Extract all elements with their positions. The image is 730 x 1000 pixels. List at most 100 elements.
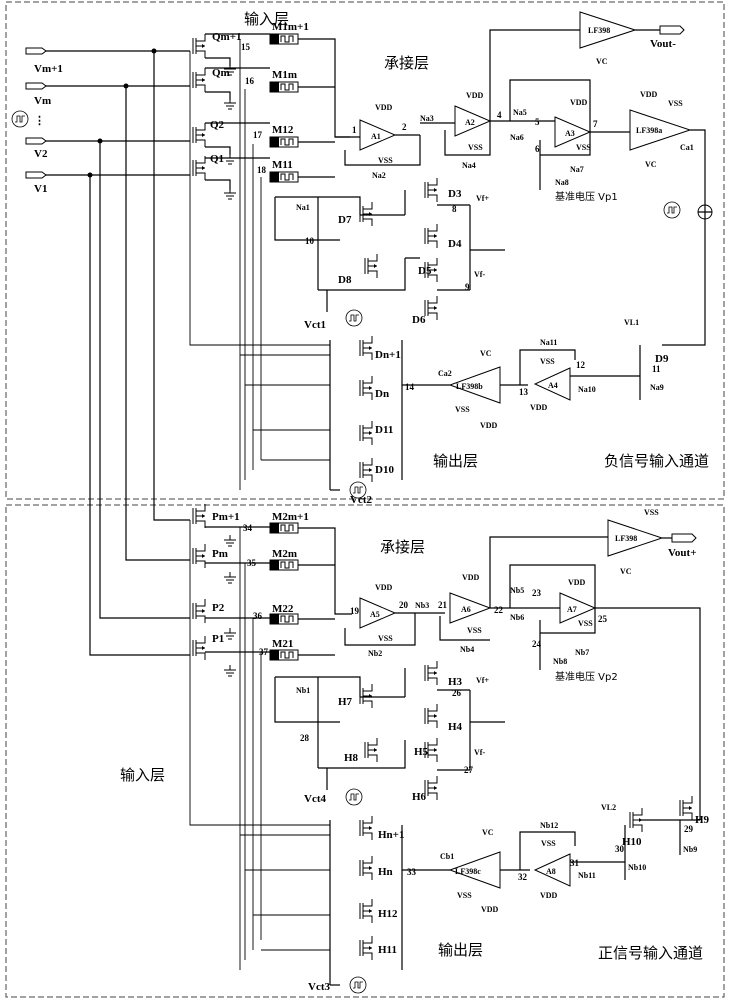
svg-text:Na10: Na10 <box>578 385 596 394</box>
svg-text:Na11: Na11 <box>540 338 557 347</box>
pos-reference-label: 基准电压 Vp2 <box>555 670 618 683</box>
svg-text:A8: A8 <box>546 867 556 876</box>
svg-text:Na9: Na9 <box>650 383 664 392</box>
svg-text:A2: A2 <box>465 118 475 127</box>
svg-text:Nb11: Nb11 <box>578 871 596 880</box>
svg-text:16: 16 <box>245 76 255 86</box>
svg-text:19: 19 <box>350 606 360 616</box>
neg-transistor-q2: Q2 <box>210 119 225 131</box>
svg-text:VSS: VSS <box>457 891 472 900</box>
svg-text:VSS: VSS <box>644 508 659 517</box>
svg-text:Pm+1: Pm+1 <box>212 511 240 523</box>
pos-sample-hold-top: LF398 VSS VC Vout+ <box>608 508 696 576</box>
pos-bearing-layer-title: 承接层 <box>380 538 425 556</box>
input-pulse-icon <box>12 111 28 127</box>
svg-text:D9: D9 <box>655 353 669 365</box>
svg-text:21: 21 <box>438 600 448 610</box>
svg-text:P1: P1 <box>212 633 224 645</box>
svg-text:33: 33 <box>407 867 417 877</box>
svg-text:Dn+1: Dn+1 <box>375 349 401 361</box>
svg-text:32: 32 <box>518 872 528 882</box>
pos-input-array: Pm+1 Pm P2 P1 M2m+1 M2m M22 M21 34 35 36… <box>193 504 352 970</box>
neg-memristor-1m: M1m <box>272 69 297 81</box>
svg-text:VSS: VSS <box>668 99 683 108</box>
pos-switch-block: Nb1 28 H7 H8 H3 H4 H5 H6 26 27 Vf+ Vf- V… <box>275 661 505 805</box>
svg-text:Vf+: Vf+ <box>476 676 489 685</box>
negative-channel-frame <box>6 2 724 499</box>
input-vm1-label: Vm+1 <box>34 63 63 75</box>
svg-text:H3: H3 <box>448 676 463 688</box>
svg-text:VSS: VSS <box>540 357 555 366</box>
svg-text:VC: VC <box>482 828 494 837</box>
svg-text:14: 14 <box>405 382 415 392</box>
svg-text:Na3: Na3 <box>420 114 434 123</box>
input-terminals: Vm+1 Vm V2 V1 ⋮ <box>12 48 190 195</box>
input-buses <box>88 49 191 656</box>
neg-sample-holds: LF398 Vout- VC LF398a VDD VSS VC Ca1 <box>580 12 712 345</box>
svg-text:Nb10: Nb10 <box>628 863 646 872</box>
svg-text:M22: M22 <box>272 603 294 615</box>
svg-text:VSS: VSS <box>455 405 470 414</box>
svg-text:A1: A1 <box>371 132 381 141</box>
svg-text:M2m: M2m <box>272 548 297 560</box>
svg-text:LF398b: LF398b <box>456 382 483 391</box>
neg-input-array: Qm+1 Qm Q2 Q1 M1m+1 M1m M12 M11 15 16 17… <box>193 21 350 490</box>
svg-text:Cb1: Cb1 <box>440 852 454 861</box>
svg-text:Nb1: Nb1 <box>296 686 310 695</box>
svg-text:A5: A5 <box>370 610 380 619</box>
svg-text:Hn: Hn <box>378 866 393 878</box>
svg-text:Vf-: Vf- <box>474 270 485 279</box>
svg-text:H8: H8 <box>344 752 359 764</box>
svg-text:LF398a: LF398a <box>636 126 662 135</box>
svg-text:4: 4 <box>497 110 502 120</box>
svg-text:36: 36 <box>253 611 263 621</box>
svg-text:Na8: Na8 <box>555 178 569 187</box>
svg-text:VDD: VDD <box>375 103 393 112</box>
neg-amplifier-chain: A1 VDD VSS 1 2 Na2 Na3 A2 VDD VSS 4 Na4 … <box>335 30 630 203</box>
svg-text:Nb2: Nb2 <box>368 649 382 658</box>
svg-text:VC: VC <box>596 57 608 66</box>
svg-text:H4: H4 <box>448 721 463 733</box>
output-positive: Vout+ <box>668 547 696 559</box>
svg-text:18: 18 <box>257 165 267 175</box>
svg-text:13: 13 <box>519 387 529 397</box>
neg-output-layer-title: 输出层 <box>433 452 478 470</box>
svg-text:Pm: Pm <box>212 548 228 560</box>
svg-text:Na7: Na7 <box>570 165 584 174</box>
svg-text:Hn+1: Hn+1 <box>378 829 404 841</box>
svg-text:VSS: VSS <box>467 626 482 635</box>
svg-text:A3: A3 <box>565 129 575 138</box>
svg-text:Nb12: Nb12 <box>540 821 558 830</box>
svg-text:5: 5 <box>535 117 540 127</box>
svg-text:A6: A6 <box>461 605 471 614</box>
neg-memristor-12: M12 <box>272 124 294 136</box>
neg-channel-title: 负信号输入通道 <box>604 452 709 470</box>
svg-text:M21: M21 <box>272 638 293 650</box>
svg-text:VDD: VDD <box>481 905 499 914</box>
svg-text:22: 22 <box>494 605 504 615</box>
svg-text:34: 34 <box>243 523 253 533</box>
neg-switch-block: Na1 10 D7 D8 D3 D4 D5 D6 8 9 Vf+ Vf- Vct… <box>275 178 505 331</box>
svg-text:28: 28 <box>300 733 310 743</box>
svg-text:Ca1: Ca1 <box>680 143 694 152</box>
neg-bearing-layer-title: 承接层 <box>384 54 429 72</box>
svg-text:1: 1 <box>352 125 357 135</box>
svg-text:Dn: Dn <box>375 388 389 400</box>
svg-text:P2: P2 <box>212 602 225 614</box>
control-vct3: Vct3 <box>308 981 330 993</box>
svg-text:7: 7 <box>593 119 598 129</box>
svg-text:LF398c: LF398c <box>455 867 481 876</box>
neg-memristor-11: M11 <box>272 159 293 171</box>
svg-text:D3: D3 <box>448 188 462 200</box>
svg-text:Na4: Na4 <box>462 161 476 170</box>
input-v2-label: V2 <box>34 148 48 160</box>
svg-text:Na6: Na6 <box>510 133 524 142</box>
svg-text:Ca2: Ca2 <box>438 369 452 378</box>
svg-text:VC: VC <box>620 567 632 576</box>
svg-text:VDD: VDD <box>540 891 558 900</box>
svg-text:Nb4: Nb4 <box>460 645 474 654</box>
svg-text:H5: H5 <box>414 746 429 758</box>
pos-output-layer: Hn+1 Hn H12 H11 33 LF398c Cb1 VC VSS VDD… <box>190 520 710 993</box>
neg-reference-label: 基准电压 Vp1 <box>555 190 618 203</box>
